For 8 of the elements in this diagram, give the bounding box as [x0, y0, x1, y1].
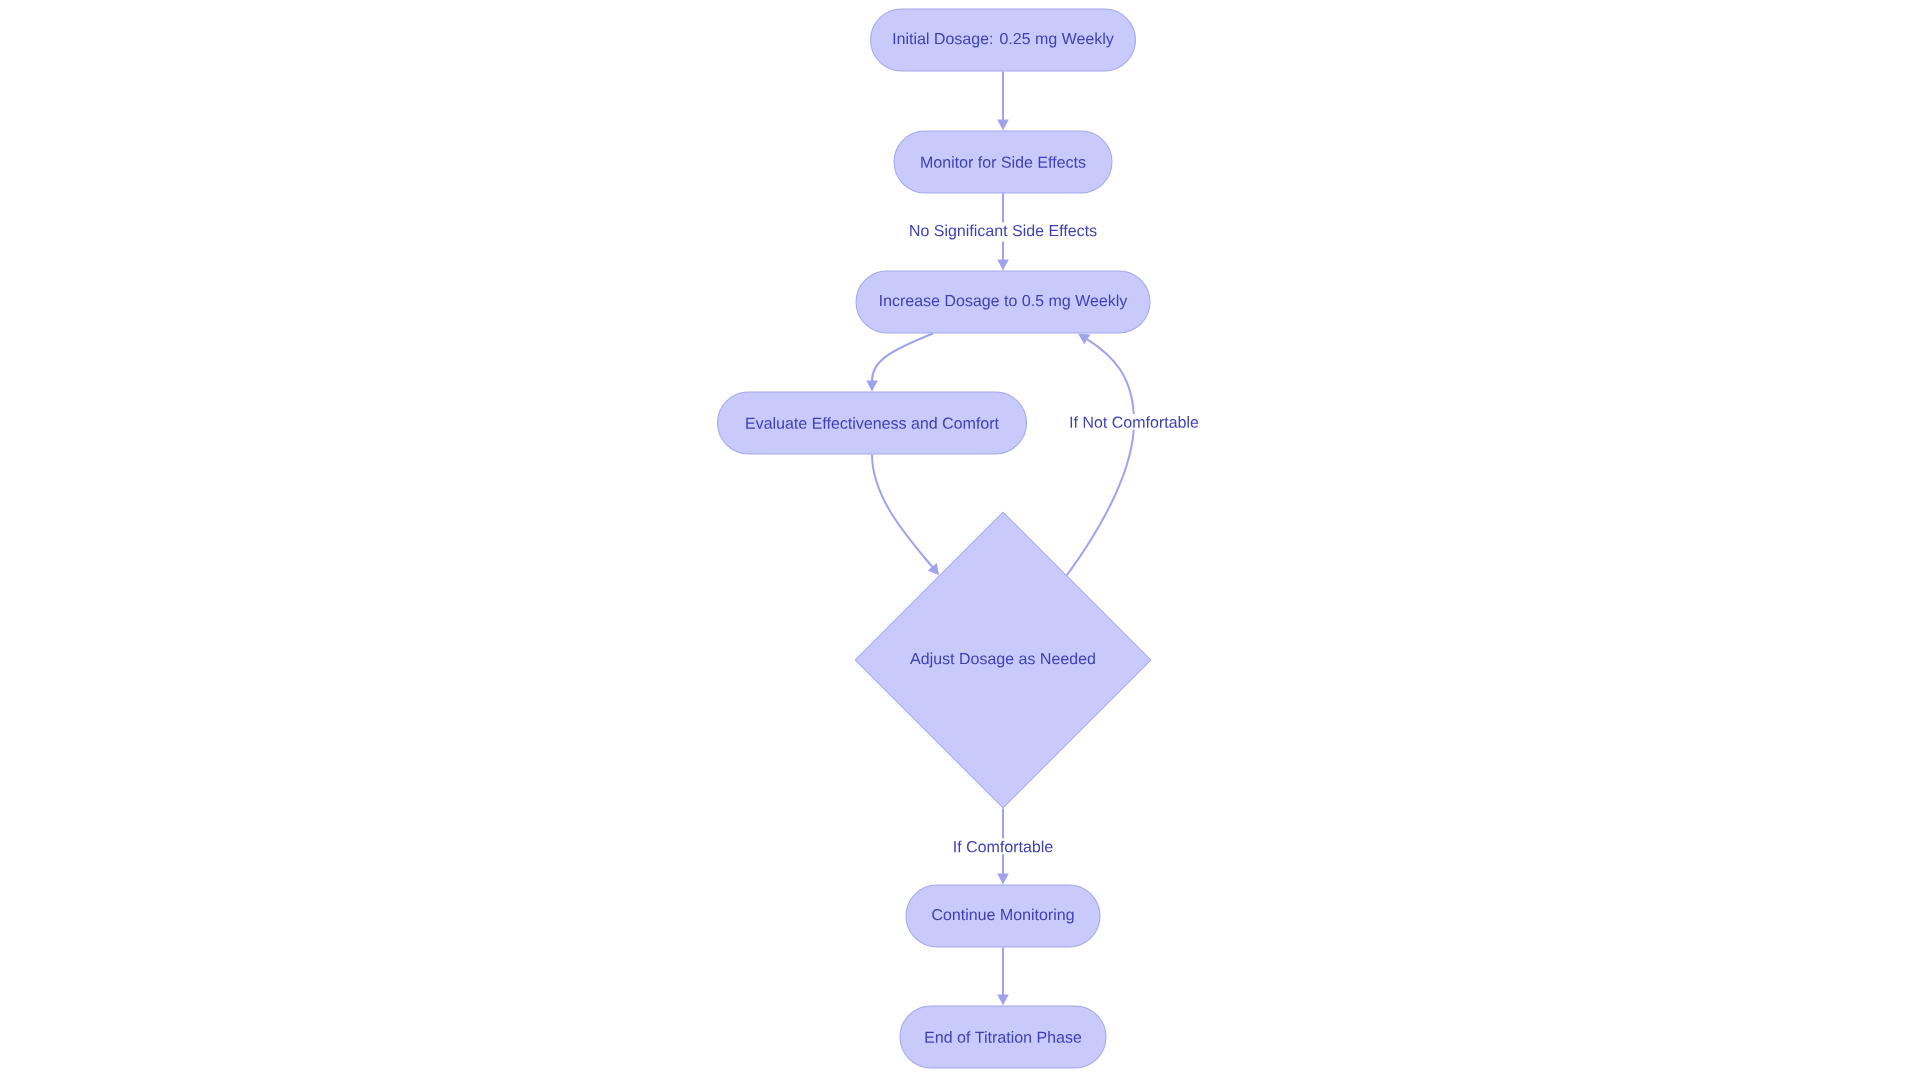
process-box: End of Titration Phase — [899, 1005, 1107, 1069]
edge-label: If Not Comfortable — [1067, 414, 1201, 430]
process-box: Continue Monitoring — [905, 884, 1101, 948]
arrow — [1065, 333, 1135, 577]
process-box: Monitor for Side Effects — [893, 130, 1113, 194]
process-box: Increase Dosage to 0.5 mg Weekly — [855, 270, 1151, 334]
process-box: Evaluate Effectiveness and Comfort — [717, 391, 1027, 455]
process-box: Initial Dosage: 0.25 mg Weekly — [870, 8, 1136, 72]
